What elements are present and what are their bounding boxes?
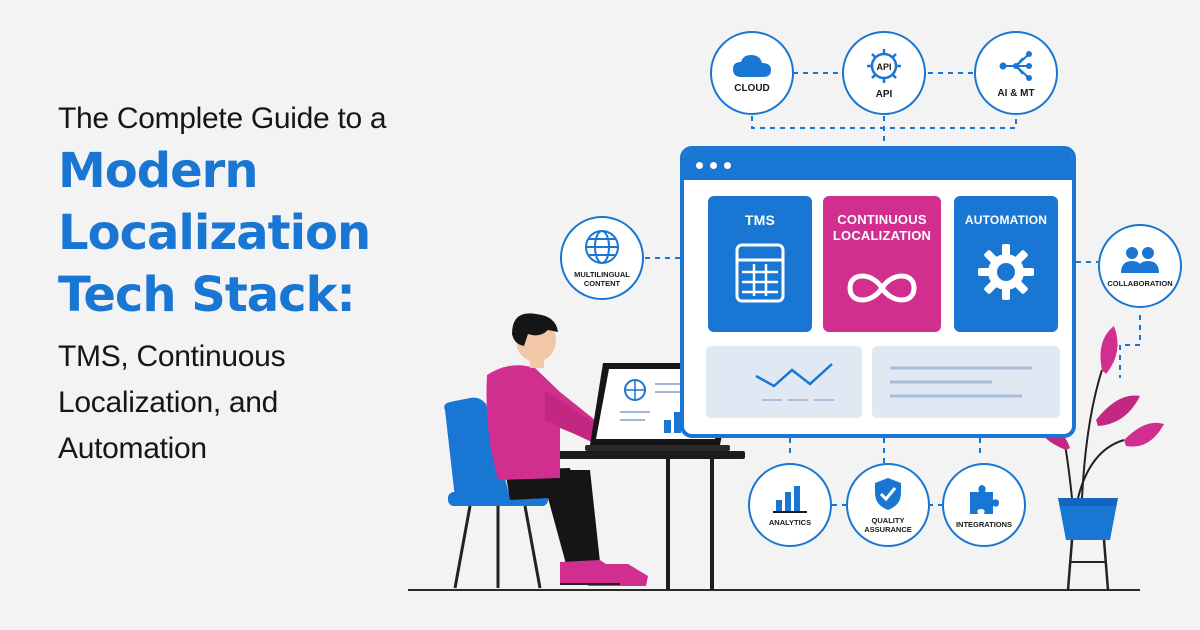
window-title-bar [684,150,1072,180]
bar-chart-icon [773,485,807,513]
subtitle-line: Localization, and [58,386,279,419]
automation-tile[interactable]: AUTOMATION [954,196,1058,332]
api-badge-text: API [876,62,891,72]
subtitle: TMS, Continuous Localization, and Automa… [58,334,518,472]
headline: The Complete Guide to a Modern Localizat… [58,100,518,472]
collaboration-label: COLLABORATION [1107,278,1173,288]
analytics-panel [706,346,862,418]
multilingual-content-node[interactable]: MULTILINGUAL CONTENT [560,216,644,300]
automation-label: AUTOMATION [964,213,1048,227]
multilingual-content-label: MULTILINGUAL CONTENT [574,270,630,288]
title-line: Modern [58,143,259,199]
ai-mt-label: AI & MT [997,87,1035,99]
continuous-localization-tile[interactable]: CONTINUOUS LOCALIZATION [823,196,941,332]
continuous-localization-label: CONTINUOUS LOCALIZATION [832,212,932,243]
api-label: API [875,88,893,100]
cloud-node[interactable]: CLOUD [710,31,794,115]
quality-assurance-label: QUALITY ASSURANCE [864,516,912,534]
subtitle-line: Automation [58,432,207,465]
quality-assurance-node[interactable]: QUALITY ASSURANCE [846,463,930,547]
window-dot [710,161,717,169]
spreadsheet-icon [735,243,785,303]
person [486,313,648,586]
dashboard-window: TMS CONTINUOUS LOCALIZATION AUTOMATION [680,146,1076,438]
collaboration-node[interactable]: COLLABORATION [1098,224,1182,308]
page-title: Modern Localization Tech Stack: [58,140,518,326]
window-dot [724,161,731,169]
api-gear-icon: API [867,48,901,83]
text-panel [872,346,1060,418]
desk [540,451,745,590]
analytics-label: ANALYTICS [768,517,812,527]
cloud-label: CLOUD [734,82,770,94]
title-line: Localization [58,205,371,261]
integrations-node[interactable]: INTEGRATIONS [942,463,1026,547]
cloud-icon [733,54,771,77]
title-line: Tech Stack: [58,267,356,323]
ai-mt-node[interactable]: AI & MT [974,31,1058,115]
infinity-icon [847,273,917,303]
tms-label: TMS [744,212,776,228]
tms-tile[interactable]: TMS [708,196,812,332]
subtitle-line: TMS, Continuous [58,340,286,373]
connector-lines [645,72,1141,506]
people-icon [1121,246,1159,273]
network-icon [999,50,1032,81]
puzzle-icon [970,484,999,514]
integrations-label: INTEGRATIONS [955,519,1013,529]
line-chart-icon [755,363,834,401]
kicker-text: The Complete Guide to a [58,102,387,135]
text-lines-icon [890,366,1032,398]
globe-icon [585,230,619,264]
gear-icon [978,244,1034,300]
window-dot [696,161,703,169]
analytics-node[interactable]: ANALYTICS [748,463,832,547]
api-node[interactable]: API API [842,31,926,115]
shield-check-icon [875,478,901,510]
